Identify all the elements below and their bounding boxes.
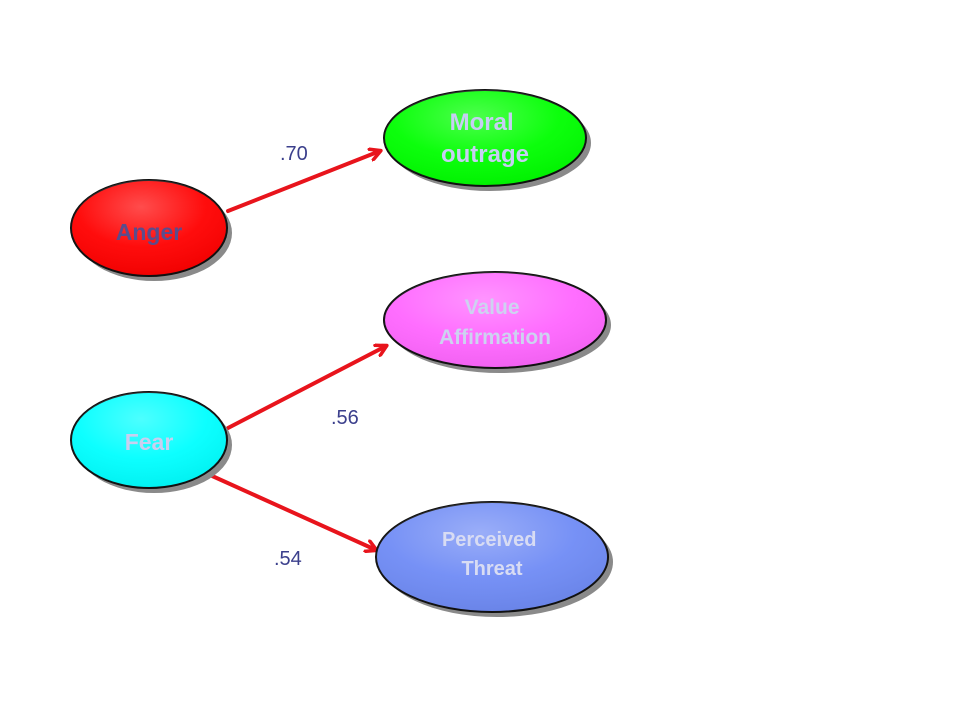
node-anger-gloss [71,180,227,276]
node-moral-outrage-label-line2: outrage [441,141,529,168]
edge-label-anger-to-moral-outrage: .70 [280,143,308,165]
edge-label-fear-to-perceived-threat: .54 [274,548,302,570]
node-anger-label: Anger [116,219,183,245]
node-value-affirmation-label-line2: Affirmation [439,326,551,349]
edge-fear-to-value-affirmation: .56 [226,346,386,430]
node-moral-outrage-gloss [384,90,586,186]
edge-anger-to-moral-outrage: .70 [226,143,380,213]
node-value-affirmation-gloss [384,272,606,368]
node-value-affirmation-label: Value Affirmation [439,296,551,349]
node-moral-outrage-label: Moral outrage [441,109,529,168]
edge-line-anger-to-moral-outrage [226,151,380,213]
node-perceived-threat: Perceived Threat [375,501,613,617]
edge-line-fear-to-value-affirmation [226,346,386,430]
node-perceived-threat-label-line1: Perceived [442,529,537,551]
edge-line-fear-to-perceived-threat [208,473,376,550]
node-fear-gloss [71,392,227,488]
node-fear-label: Fear [125,429,174,455]
node-perceived-threat-label: Perceived Threat [442,529,542,580]
node-perceived-threat-label-line2: Threat [461,558,522,580]
node-moral-outrage-label-line1: Moral [450,109,514,136]
edge-fear-to-perceived-threat: .54 [208,473,376,570]
node-anger: Anger [70,179,232,281]
node-moral-outrage: Moral outrage [383,89,591,191]
node-value-affirmation: Value Affirmation [383,271,611,373]
node-perceived-threat-gloss [376,502,608,612]
node-fear: Fear [70,391,232,493]
node-value-affirmation-label-line1: Value [465,296,520,319]
edge-label-fear-to-value-affirmation: .56 [331,407,359,429]
